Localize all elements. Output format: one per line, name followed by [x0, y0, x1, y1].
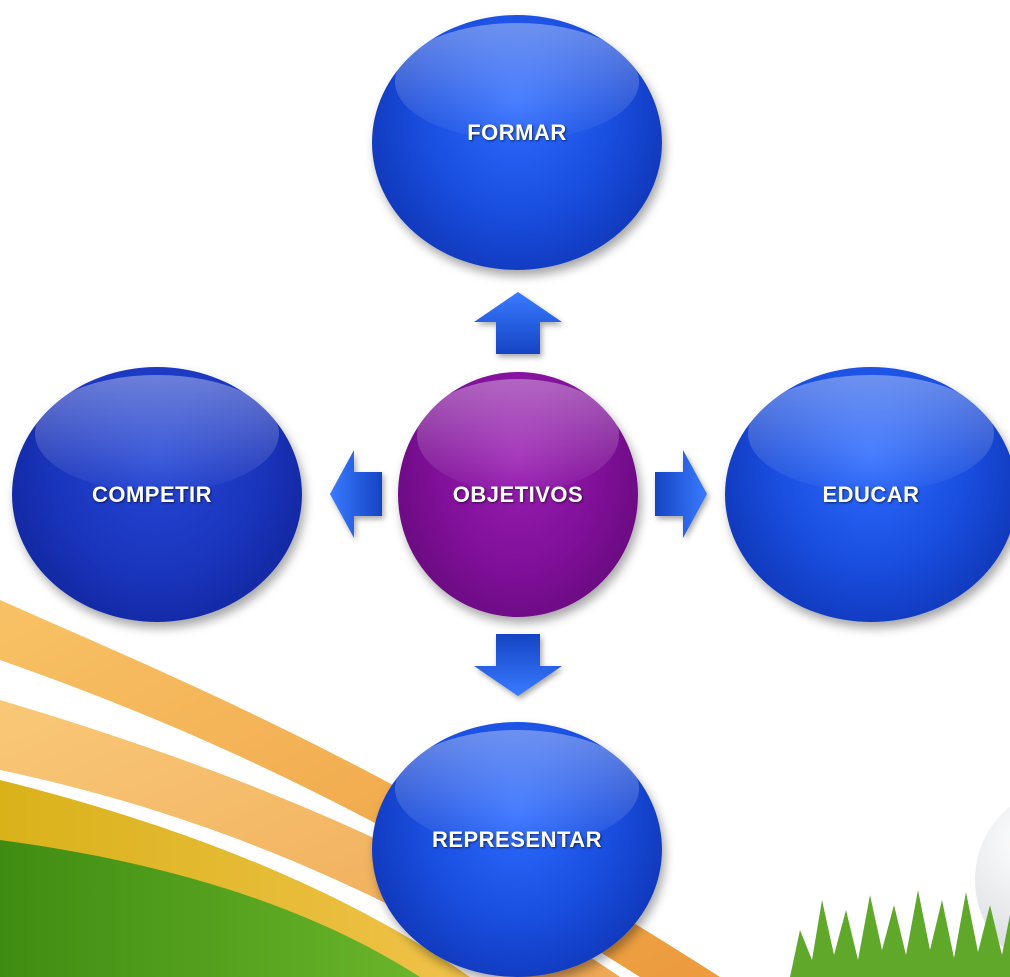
ball-shape: [975, 806, 1010, 954]
node-educar-label: EDUCAR: [822, 481, 920, 507]
node-representar: REPRESENTAR: [372, 722, 662, 977]
node-objetivos: OBJETIVOS: [398, 372, 638, 617]
node-educar: EDUCAR: [725, 367, 1010, 622]
green-swoosh: [0, 840, 420, 977]
node-competir-label: COMPETIR: [91, 481, 213, 507]
arrow-up-icon: [474, 292, 562, 354]
node-objetivos-label: OBJETIVOS: [452, 481, 584, 507]
node-formar: FORMAR: [372, 15, 662, 270]
node-formar-label: FORMAR: [467, 119, 567, 145]
arrow-right-icon: [655, 450, 707, 538]
node-competir: COMPETIR: [12, 367, 302, 622]
node-representar-label: REPRESENTAR: [431, 826, 603, 852]
arrow-down-icon: [474, 634, 562, 696]
grass-shape: [790, 890, 1010, 977]
arrow-left-icon: [330, 450, 382, 538]
